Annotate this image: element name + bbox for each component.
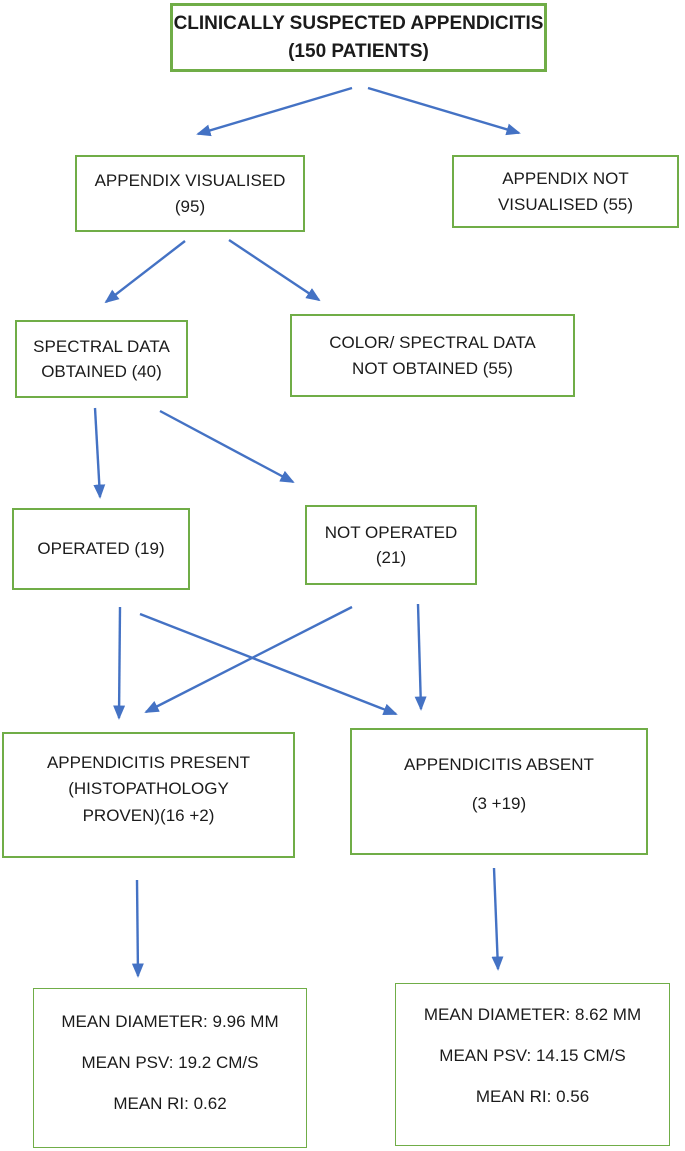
node-line: VISUALISED (55) — [497, 194, 634, 214]
node-line: MEAN PSV: 19.2 CM/S — [81, 1052, 259, 1072]
node-spectral-data-obtained: SPECTRAL DATA OBTAINED (40) — [15, 320, 188, 398]
node-line: CLINICALLY SUSPECTED APPENDICITIS — [173, 12, 544, 34]
node-line: (95) — [174, 196, 206, 216]
node-line: NOT OBTAINED (55) — [352, 358, 513, 378]
arrow-root-to-visualised — [196, 86, 353, 137]
node-clinically-suspected-appendicitis: CLINICALLY SUSPECTED APPENDICITIS (150 P… — [170, 3, 547, 72]
node-line: COLOR/ SPECTRAL DATA — [329, 333, 536, 352]
node-line: OBTAINED (40) — [41, 362, 162, 381]
node-present-mean-stats: MEAN DIAMETER: 9.96 MM MEAN PSV: 19.2 CM… — [33, 988, 307, 1148]
arrow-spectral-obtained-to-operated — [93, 407, 106, 499]
node-line: (HISTOPATHOLOGY — [68, 779, 229, 799]
arrow-not-operated-to-absent — [414, 603, 427, 711]
node-appendicitis-absent: APPENDICITIS ABSENT (3 +19) — [350, 728, 648, 855]
node-appendix-not-visualised: APPENDIX NOT VISUALISED (55) — [452, 155, 679, 228]
node-line: (3 +19) — [471, 794, 527, 814]
arrow-visualised-to-color-spectral-not-obtained — [228, 239, 321, 302]
node-line: MEAN RI: 0.62 — [113, 1093, 227, 1113]
node-operated: OPERATED (19) — [12, 508, 190, 590]
node-line: NOT OPERATED — [324, 522, 458, 542]
arrow-root-to-not-visualised — [367, 86, 521, 136]
node-line: MEAN DIAMETER: 8.62 MM — [423, 1005, 642, 1024]
node-line: SPECTRAL DATA — [33, 336, 170, 356]
arrow-not-operated-to-present — [144, 605, 353, 714]
node-color-spectral-data-not-obtained: COLOR/ SPECTRAL DATA NOT OBTAINED (55) — [290, 314, 575, 397]
node-line: MEAN PSV: 14.15 CM/S — [439, 1045, 626, 1065]
arrow-absent-to-absent-stats — [491, 867, 504, 971]
node-line: PROVEN)(16 +2) — [82, 805, 215, 825]
arrow-visualised-to-spectral-obtained — [104, 240, 186, 304]
node-line: OPERATED (19) — [37, 539, 165, 559]
node-line: (150 PATIENTS) — [288, 40, 429, 62]
arrow-spectral-obtained-to-not-operated — [159, 409, 295, 484]
node-line: APPENDIX NOT — [502, 169, 629, 188]
arrow-operated-to-absent — [139, 612, 398, 716]
node-line: MEAN RI: 0.56 — [475, 1086, 590, 1106]
node-appendix-visualised: APPENDIX VISUALISED (95) — [75, 155, 305, 232]
node-line: APPENDICITIS PRESENT — [46, 753, 251, 772]
arrow-operated-to-present — [113, 606, 126, 720]
node-line: MEAN DIAMETER: 9.96 MM — [61, 1012, 279, 1031]
node-line: APPENDIX VISUALISED — [94, 171, 286, 190]
node-absent-mean-stats: MEAN DIAMETER: 8.62 MM MEAN PSV: 14.15 C… — [395, 983, 670, 1146]
node-appendicitis-present: APPENDICITIS PRESENT (HISTOPATHOLOGY PRO… — [2, 732, 295, 858]
arrow-present-to-present-stats — [131, 879, 144, 978]
node-line: APPENDICITIS ABSENT — [404, 755, 594, 774]
node-line: (21) — [375, 548, 407, 567]
node-not-operated: NOT OPERATED (21) — [305, 505, 477, 585]
